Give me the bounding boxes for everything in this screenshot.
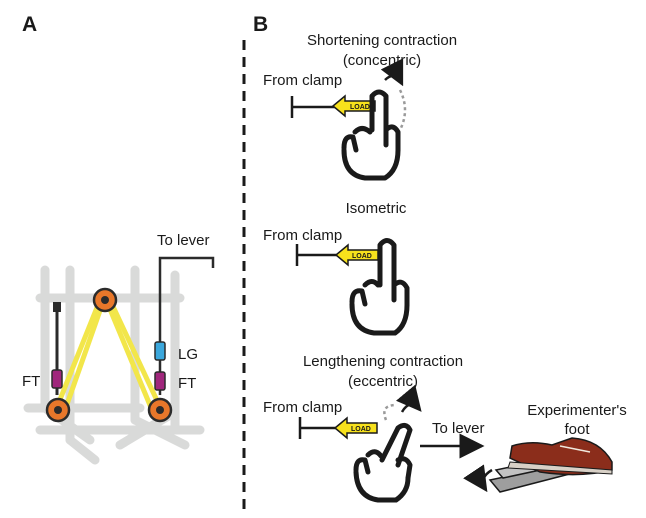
- to-lever-label-a: To lever: [157, 232, 210, 249]
- to-lever-label-b: To lever: [432, 420, 485, 437]
- load-arrow-3: LOAD: [333, 416, 378, 440]
- lever-cable: [158, 256, 215, 395]
- hand-pointing-up-icon: [349, 238, 410, 336]
- ft-label-left: FT: [22, 373, 40, 390]
- load-arrow-1: LOAD: [331, 94, 376, 118]
- concentric-diagram: LOAD: [290, 58, 407, 181]
- from-clamp-label-3: From clamp: [263, 399, 342, 416]
- from-clamp-label-2: From clamp: [263, 227, 342, 244]
- svg-text:LOAD: LOAD: [351, 426, 371, 433]
- pulley-bottom-left: [45, 397, 71, 423]
- lg-label: LG: [178, 346, 198, 363]
- experimenter-label-line2: foot: [564, 421, 590, 438]
- pulley-bottom-right: [147, 397, 173, 423]
- ft-sensor-right: [154, 371, 166, 391]
- isometric-diagram: LOAD: [295, 238, 410, 336]
- shortening-title-line1: Shortening contraction: [307, 32, 457, 49]
- panel-a-letter: A: [22, 13, 37, 36]
- lengthening-title-line1: Lengthening contraction: [303, 353, 463, 370]
- muscle-rig-apparatus: [23, 256, 215, 465]
- belt: [54, 298, 163, 411]
- panel-b-letter: B: [253, 13, 268, 36]
- shoe-icon: [507, 437, 613, 476]
- left-clamp: [53, 302, 61, 312]
- shortening-title-line2: (concentric): [343, 52, 421, 69]
- ft-label-right: FT: [178, 375, 196, 392]
- hand-pointing-tilted-icon: [353, 422, 413, 503]
- eccentric-diagram: LOAD: [298, 384, 613, 503]
- ft-sensor-left: [51, 369, 63, 389]
- pulley-top: [92, 287, 118, 313]
- curved-arrow-icon: [395, 384, 422, 413]
- hand-pointing-up-icon: [341, 89, 401, 181]
- experimenter-label-line1: Experimenter's: [527, 402, 627, 419]
- lg-sensor: [154, 341, 166, 361]
- isometric-title: Isometric: [346, 200, 407, 217]
- from-clamp-label-1: From clamp: [263, 72, 342, 89]
- curved-arrow-icon: [380, 58, 404, 87]
- svg-text:LOAD: LOAD: [350, 104, 370, 111]
- load-arrow-2: LOAD: [334, 243, 379, 267]
- lengthening-title-line2: (eccentric): [348, 373, 418, 390]
- svg-text:LOAD: LOAD: [352, 253, 372, 260]
